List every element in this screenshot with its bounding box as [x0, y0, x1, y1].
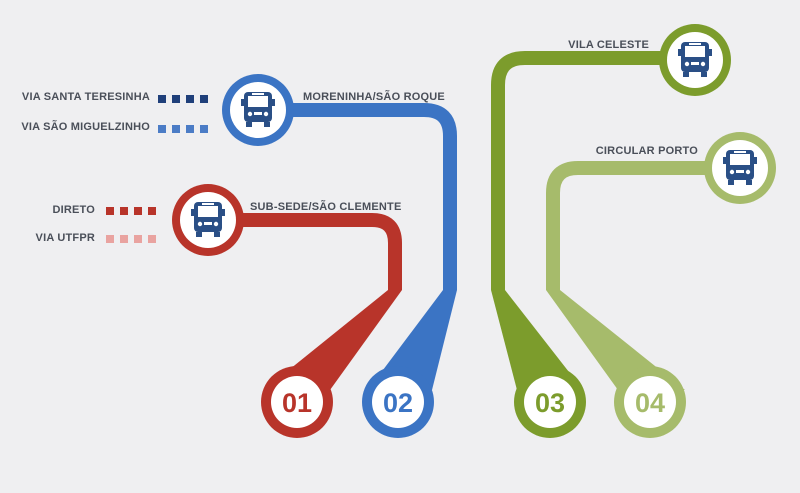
route-01-line	[243, 213, 402, 290]
route-04-number: 04	[635, 388, 665, 418]
variant-via-santa-teresinha[interactable]: VIA SANTA TERESINHA	[21, 91, 150, 103]
variant-sao-miguelzinho-dots	[158, 125, 208, 133]
route-01-name: SUB-SEDE/SÃO CLEMENTE	[250, 201, 402, 213]
route-01: 01	[172, 184, 402, 438]
route-03-line	[491, 51, 663, 290]
variant-via-utfpr-dots	[106, 235, 156, 243]
route-02-pin	[368, 290, 457, 390]
route-02-line	[292, 103, 457, 290]
variant-via-utfpr[interactable]: VIA UTFPR	[35, 232, 95, 244]
variant-via-sao-miguelzinho[interactable]: VIA SÃO MIGUELZINHO	[21, 121, 150, 133]
variant-santa-teresinha-dots	[158, 95, 208, 103]
route-03-name: VILA CELESTE	[568, 39, 649, 51]
route-01-pin	[264, 290, 402, 390]
route-03-number: 03	[535, 388, 565, 418]
route-04-pin	[546, 290, 685, 390]
variant-direto[interactable]: DIRETO	[52, 204, 95, 216]
route-02-number: 02	[383, 388, 413, 418]
route-01-number: 01	[282, 388, 312, 418]
route-02-name: MORENINHA/SÃO ROQUE	[303, 91, 445, 103]
route-04-name: CIRCULAR PORTO	[595, 145, 698, 157]
route-04: 04	[546, 132, 776, 438]
route-04-line	[546, 161, 708, 290]
route-03-pin	[491, 290, 583, 390]
variant-direto-dots	[106, 207, 156, 215]
route-03: 03	[491, 24, 731, 438]
route-02: 02	[222, 74, 457, 438]
